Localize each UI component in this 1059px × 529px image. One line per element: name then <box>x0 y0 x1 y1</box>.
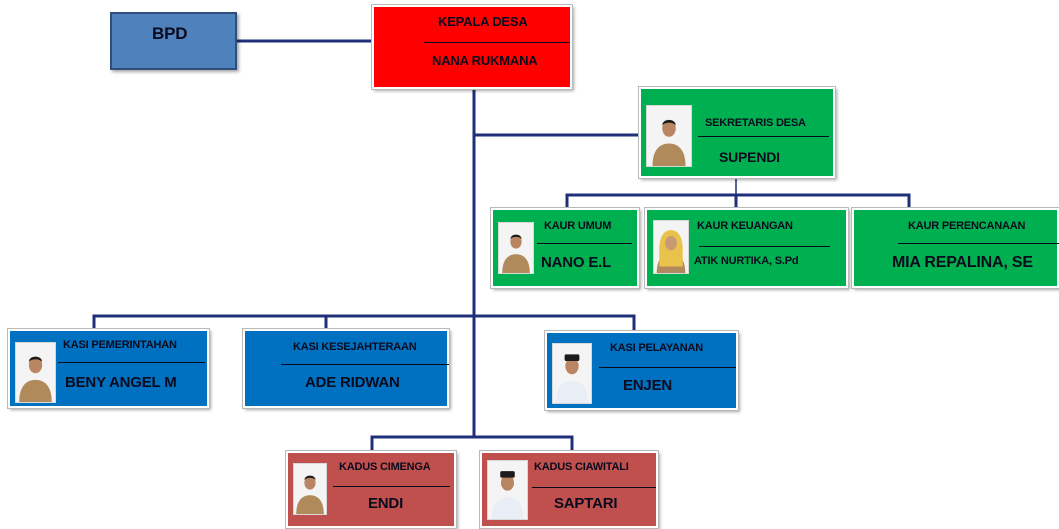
sekretaris-desa-title: SEKRETARIS DESA <box>705 117 806 129</box>
kaur-perencanaan-name: MIA REPALINA, SE <box>892 254 1033 271</box>
kadus-cimenga-box[interactable]: KADUS CIMENGA ENDI <box>285 450 457 529</box>
kasi-pelayanan-photo <box>552 343 592 404</box>
kadus-ciawitali-box[interactable]: KADUS CIAWITALI SAPTARI <box>479 450 659 529</box>
kepala-desa-name: NANA RUKMANA <box>432 53 538 68</box>
kadus-ciawitali-name: SAPTARI <box>554 495 618 512</box>
kaur-perencanaan-divider <box>898 243 1059 244</box>
kaur-keuangan-box[interactable]: KAUR KEUANGAN ATIK NURTIKA, S.Pd <box>644 207 849 289</box>
bpd-box[interactable]: BPD <box>110 12 237 70</box>
kasi-kesejahteraan-divider <box>281 364 449 365</box>
kasi-pelayanan-name: ENJEN <box>623 377 673 394</box>
official-photo-icon <box>499 223 533 273</box>
kadus-cimenga-name: ENDI <box>368 495 404 512</box>
kaur-umum-name: NANO E.L <box>541 254 612 271</box>
kasi-pelayanan-title: KASI PELAYANAN <box>610 342 703 354</box>
kasi-pelayanan-box[interactable]: KASI PELAYANAN ENJEN <box>544 330 739 411</box>
sekretaris-divider <box>698 136 829 137</box>
kasi-kesejahteraan-box[interactable]: KASI KESEJAHTERAAN ADE RIDWAN <box>242 328 450 409</box>
kaur-perencanaan-box[interactable]: KAUR PERENCANAAN MIA REPALINA, SE <box>851 207 1059 289</box>
kasi-pemerintahan-title: KASI PEMERINTAHAN <box>63 339 177 351</box>
connector-lines <box>92 39 911 453</box>
kaur-keuangan-title: KAUR KEUANGAN <box>697 220 793 232</box>
kasi-pemerintahan-name: BENY ANGEL M <box>65 374 177 391</box>
kadus-ciawitali-photo <box>487 460 528 520</box>
kaur-umum-divider <box>537 243 632 244</box>
kaur-keuangan-name: ATIK NURTIKA, S.Pd <box>694 255 799 267</box>
kaur-keuangan-photo <box>653 220 689 274</box>
kaur-umum-title: KAUR UMUM <box>544 220 612 232</box>
kasi-pelayanan-divider <box>599 367 736 368</box>
hijab-official-photo-icon <box>654 221 688 273</box>
kaur-umum-box[interactable]: KAUR UMUM NANO E.L <box>490 207 640 289</box>
kadus-cimenga-title: KADUS CIMENGA <box>339 461 431 473</box>
official-photo-icon <box>294 464 326 514</box>
sekretaris-photo <box>646 105 692 167</box>
official-photo-icon <box>647 106 691 166</box>
kaur-umum-photo <box>498 222 534 274</box>
peci-official-photo-icon <box>553 344 591 403</box>
kadus-ciawitali-divider <box>532 487 656 488</box>
kepala-desa-box[interactable]: KEPALA DESA NANA RUKMANA <box>371 4 573 90</box>
kadus-ciawitali-title: KADUS CIAWITALI <box>534 461 629 473</box>
kepala-desa-divider <box>424 42 570 43</box>
kaur-perencanaan-title: KAUR PERENCANAAN <box>908 220 1026 232</box>
bpd-label: BPD <box>152 24 188 43</box>
kasi-pemerintahan-photo <box>15 342 56 403</box>
official-photo-icon <box>16 343 55 402</box>
kasi-kesejahteraan-title: KASI KESEJAHTERAAN <box>293 341 417 353</box>
kasi-kesejahteraan-name: ADE RIDWAN <box>305 374 400 391</box>
kadus-cimenga-divider <box>333 486 450 487</box>
kaur-keuangan-divider <box>699 246 830 247</box>
kasi-pemerintahan-divider <box>58 362 205 363</box>
sekretaris-desa-name: SUPENDI <box>719 149 780 165</box>
kadus-cimenga-photo <box>293 463 327 515</box>
sekretaris-desa-box[interactable]: SEKRETARIS DESA SUPENDI <box>638 86 836 179</box>
peci-official-photo-icon <box>488 461 527 519</box>
kasi-pemerintahan-box[interactable]: KASI PEMERINTAHAN BENY ANGEL M <box>7 328 210 409</box>
kepala-desa-title: KEPALA DESA <box>438 14 528 29</box>
